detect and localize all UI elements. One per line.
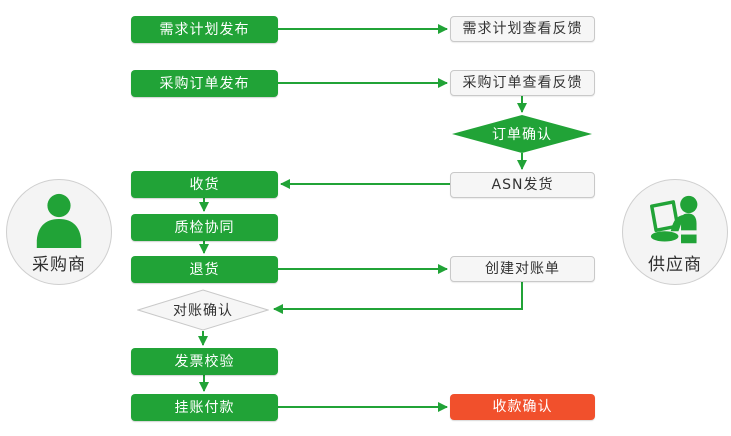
node-receive-goods: 收货 — [131, 171, 278, 198]
node-create-statement: 创建对账单 — [450, 256, 595, 282]
actor-buyer-label: 采购商 — [32, 254, 86, 275]
node-asn-ship: ASN发货 — [450, 172, 595, 198]
node-invoice-check: 发票校验 — [131, 348, 278, 375]
node-receipt-confirm: 收款确认 — [450, 394, 595, 420]
decision-order-confirm: 订单确认 — [452, 115, 592, 153]
node-quality-collab: 质检协同 — [131, 214, 278, 241]
person-laptop-icon — [650, 195, 698, 243]
node-payment-on-account: 挂账付款 — [131, 394, 278, 421]
node-demand-plan-publish: 需求计划发布 — [131, 16, 278, 43]
diamond-shape — [452, 115, 592, 153]
node-po-publish: 采购订单发布 — [131, 70, 278, 97]
actor-supplier: 供应商 — [622, 179, 728, 285]
diamond-shape — [137, 289, 269, 331]
decision-statement-confirm: 对账确认 — [137, 289, 269, 331]
decision-label: 订单确认 — [492, 127, 552, 143]
node-demand-plan-feedback: 需求计划查看反馈 — [450, 16, 595, 42]
actor-buyer: 采购商 — [6, 179, 112, 285]
decision-label: 对账确认 — [173, 303, 233, 319]
person-icon — [36, 193, 82, 248]
actor-supplier-label: 供应商 — [648, 254, 702, 275]
connector-statement-to-confirm — [273, 282, 523, 314]
node-po-feedback: 采购订单查看反馈 — [450, 70, 595, 96]
node-return-goods: 退货 — [131, 256, 278, 283]
